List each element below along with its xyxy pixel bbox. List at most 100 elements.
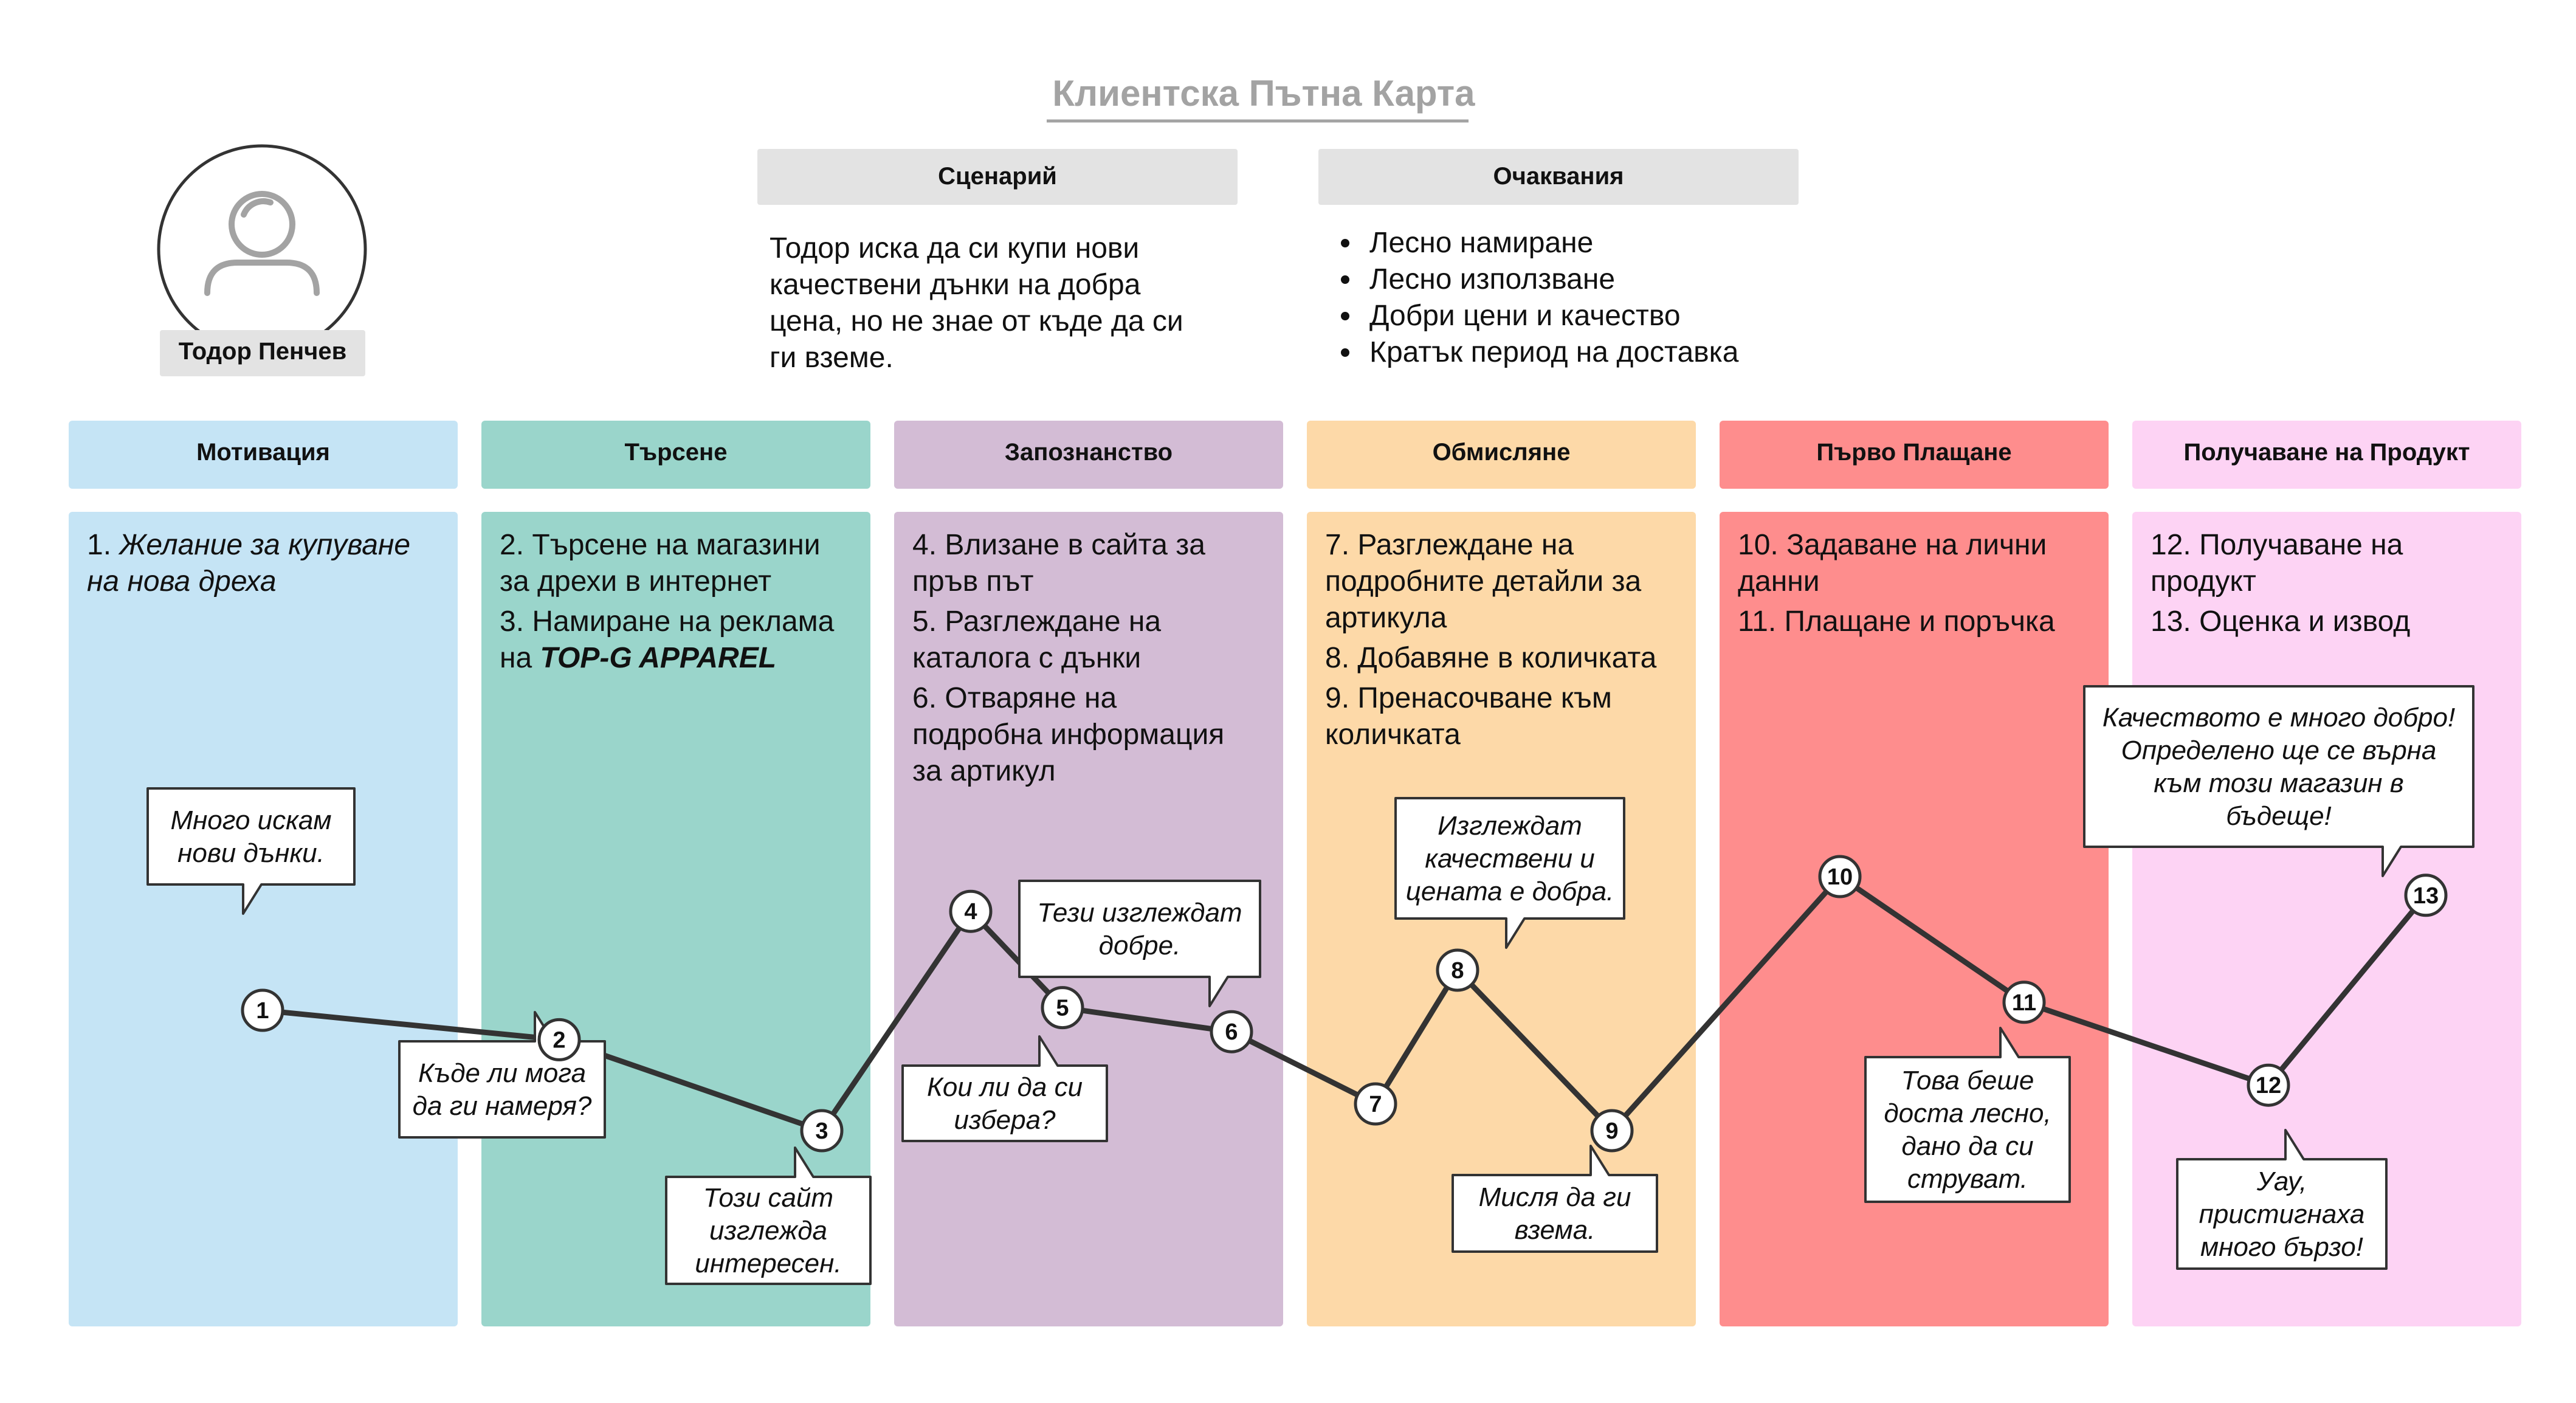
bubble-text: Уау, (2256, 1167, 2307, 1196)
journey-point-circle (1354, 1082, 1397, 1126)
journey-point-label: 9 (1605, 1119, 1618, 1144)
bubble-text: качествени и (1425, 844, 1595, 874)
stage-header-4 (1307, 421, 1696, 489)
bubble-text: струват. (1907, 1164, 2028, 1194)
stage-header-1 (69, 421, 458, 489)
bubble-shape (2083, 685, 2474, 877)
stage-header-5 (1720, 421, 2109, 489)
bubble-shape (1394, 797, 1625, 949)
bubble-text: да ги намеря? (413, 1091, 592, 1121)
journey-point-circle (1210, 1010, 1253, 1053)
journey-point-label: 5 (1056, 996, 1069, 1021)
bubble-text: доста лесно, (1884, 1098, 2051, 1128)
bullet-icon (1341, 312, 1349, 320)
journey-point-13: 13 (2404, 874, 2448, 917)
stage-header-6 (2132, 421, 2521, 489)
journey-point-label: 10 (1827, 864, 1853, 890)
stage-step-text: каталога с дънки (912, 642, 1141, 674)
journey-point-8: 8 (1436, 948, 1479, 992)
journey-point-5: 5 (1041, 986, 1084, 1030)
journey-point-label: 3 (815, 1119, 828, 1144)
stage-step-text: пръв път (912, 565, 1034, 598)
expectation-item-0: Лесно намиране (1369, 227, 1593, 259)
journey-point-label: 12 (2256, 1073, 2281, 1098)
expectation-item-3: Кратък период на доставка (1369, 336, 1739, 368)
bubble-text: Това беше (1901, 1066, 2034, 1095)
scenario-line-2: цена, но не знае от къде да си (770, 305, 1183, 337)
bubble-shape (146, 787, 356, 915)
stage-step-text: 8. Добавяне в количката (1325, 642, 1657, 674)
expectations-header-box (1318, 149, 1799, 205)
journey-point-label: 8 (1451, 958, 1464, 984)
stage-step-text: продукт (2151, 565, 2256, 598)
scenario-line-1: качествени дънки на добра (770, 269, 1141, 301)
journey-point-label: 7 (1369, 1092, 1382, 1117)
journey-point-label: 11 (2012, 990, 2036, 1016)
stage-step-text: 13. Оценка и извод (2151, 605, 2410, 638)
bubble-text: избера? (954, 1105, 1056, 1135)
journey-point-11: 11 (2002, 981, 2046, 1024)
stage-step-text: 7. Разглеждане на (1325, 529, 1574, 561)
stage-step-text: 5. Разглеждане на (912, 605, 1161, 638)
stage-step-text: 2. Търсене на магазини (500, 529, 821, 561)
stage-header-label: Запознанство (1005, 439, 1173, 466)
journey-point-circle (2002, 981, 2046, 1024)
bubble-text: Тези изглеждат (1037, 898, 1242, 928)
scenario-header-box (757, 149, 1238, 205)
bubble-text: Определено ще се върна (2121, 736, 2437, 765)
bubble-text: Този сайт (703, 1183, 833, 1213)
stage-step-text: 12. Получаване на (2151, 529, 2403, 561)
bubble-shape (901, 1035, 1108, 1142)
journey-point-circle (1041, 986, 1084, 1030)
stage-step-text: на TOP-G APPAREL (500, 642, 776, 674)
scenario-section: Сценарий Тодор иска да си купи нови каче… (757, 149, 1238, 374)
bullet-icon (1341, 348, 1349, 357)
stage-header-label: Обмисляне (1433, 439, 1571, 466)
journey-point-circle (241, 988, 284, 1032)
stage-step-text: на нова дреха (87, 565, 277, 598)
journey-point-label: 4 (964, 899, 977, 925)
journey-point-label: 2 (553, 1027, 565, 1053)
journey-point-7: 7 (1354, 1082, 1397, 1126)
journey-point-6: 6 (1210, 1010, 1253, 1053)
journey-point-circle (1590, 1109, 1634, 1153)
bubble-shape (665, 1146, 872, 1285)
page-title: Клиентска Пътна Карта (1052, 73, 1475, 114)
stage-columns: Мотивация 1. Желание за купуване на нова д… (69, 421, 2521, 1326)
journey-point-label: 13 (2413, 883, 2439, 909)
bubble-text: Изглеждат (1438, 811, 1582, 841)
stage-header-label: Получаване на Продукт (2184, 439, 2470, 466)
journey-point-circle (2247, 1063, 2290, 1107)
journey-point-4: 4 (949, 889, 993, 933)
journey-point-1: 1 (241, 988, 284, 1032)
stage-header-label: Мотивация (196, 439, 330, 466)
bubble-text: бъдеще! (2226, 801, 2332, 831)
journey-point-9: 9 (1590, 1109, 1634, 1153)
bullet-icon (1341, 239, 1349, 247)
stage-step-text: за артикул (912, 755, 1056, 787)
bubble-text: цената е добра. (1406, 877, 1614, 906)
stage-header-3 (894, 421, 1283, 489)
persona: Тодор Пенчев (157, 144, 367, 376)
persona-avatar-circle (157, 144, 367, 354)
bubble-text: интересен. (695, 1249, 841, 1278)
persona-name-box (160, 330, 365, 376)
journey-point-circle (800, 1109, 844, 1153)
journey-point-2: 2 (537, 1018, 581, 1061)
stage-step-text: 6. Отваряне на (912, 682, 1117, 714)
stage-step-text: 1. Желание за купуване (87, 529, 410, 561)
journey-point-circle (1818, 855, 1862, 898)
stage-step-text: за дрехи в интернет (500, 565, 771, 598)
bubble-text: изглежда (709, 1216, 827, 1246)
bubble-text: много бързо! (2200, 1232, 2363, 1262)
bubble-text: нови дънки. (177, 838, 325, 868)
stage-step-text: 9. Пренасочване към (1325, 682, 1612, 714)
bubble-text: Кои ли да си (927, 1072, 1083, 1102)
bubble-text: пристигнаха (2199, 1199, 2365, 1229)
